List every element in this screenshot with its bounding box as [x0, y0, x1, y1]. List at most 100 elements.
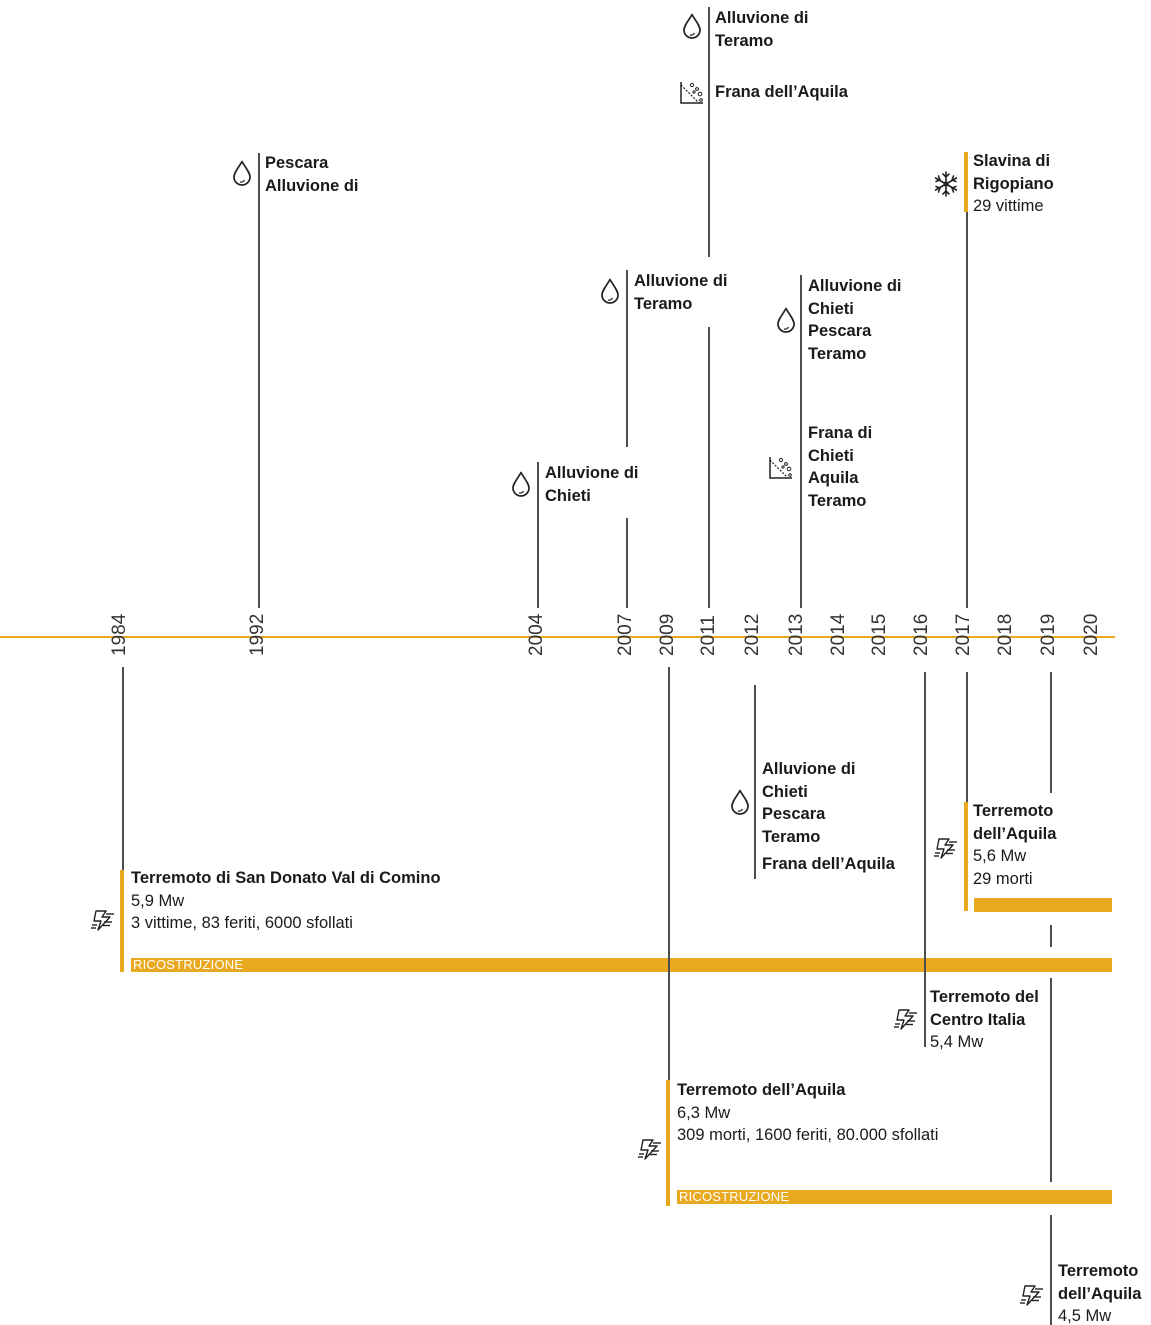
event-stem-2017-bottom [966, 672, 968, 802]
year-label: 2015 [869, 613, 890, 656]
event-title-line: Frana dell’Aquila [715, 83, 848, 101]
event-label-2007: Alluvione di Teramo [634, 270, 728, 315]
water-drop-icon [730, 789, 750, 815]
event-title-line: Terremoto [973, 802, 1054, 820]
event-title-line: dell’Aquila [1058, 1284, 1142, 1303]
event-detail: 29 vittime [973, 197, 1044, 215]
event-stem-2011-lower [708, 327, 710, 608]
event-title-line: Alluvione di [265, 176, 359, 195]
water-drop-icon [776, 307, 796, 333]
event-stem-2019 [1050, 672, 1052, 793]
event-title-line: Terremoto di San Donato Val di Comino [131, 869, 441, 887]
reconstruction-bar-2017 [974, 898, 1112, 912]
event-title-line: Chieti [545, 486, 591, 505]
reconstruction-bar-label: RICOSTRUZIONE [679, 1189, 790, 1204]
year-label: 2017 [953, 613, 974, 656]
event-magnitude: 6,3 Mw [677, 1103, 731, 1122]
event-detail: 29 morti [973, 869, 1033, 888]
event-accent-2017-bottom [964, 802, 968, 911]
earthquake-icon [893, 1007, 919, 1031]
event-label-2013-landslide: Frana di Chieti Aquila Teramo [808, 422, 872, 512]
snowflake-icon [933, 171, 959, 197]
year-label: 2019 [1038, 613, 1059, 656]
water-drop-icon [682, 13, 702, 39]
timeline-axis [0, 636, 1115, 638]
year-label: 2018 [995, 613, 1016, 656]
event-title-line: Pescara [808, 322, 872, 340]
event-label-2004: Alluvione di Chieti [545, 462, 639, 507]
earthquake-icon [1019, 1283, 1045, 1307]
event-title-line: Pescara [265, 154, 329, 172]
event-stem-1992 [258, 153, 260, 608]
reconstruction-bar-1984 [131, 958, 1112, 972]
event-magnitude: 5,9 Mw [131, 891, 185, 910]
event-stem-2007-lower [626, 518, 628, 608]
event-title-line: Slavina di [973, 152, 1051, 170]
event-title-line: Alluvione di [808, 277, 902, 295]
event-label-1984: Terremoto di San Donato Val di Comino 5,… [131, 867, 441, 935]
reconstruction-bar-label: RICOSTRUZIONE [133, 957, 244, 972]
event-label-2011-flood: Alluvione di Teramo [715, 7, 809, 52]
year-label: 2013 [786, 613, 807, 656]
event-accent-1984 [120, 870, 124, 972]
event-label-2013-flood: Alluvione di Chieti Pescara Teramo [808, 275, 902, 365]
event-stem-2019 [1050, 978, 1052, 1182]
event-stem-1984 [122, 667, 124, 870]
event-title-line: Terremoto del [930, 988, 1039, 1006]
event-title-line: Terremoto dell’Aquila [677, 1081, 846, 1099]
event-title-line: dell’Aquila [973, 824, 1057, 843]
event-title-line: Terremoto [1058, 1262, 1139, 1280]
event-stem-2004 [537, 462, 539, 608]
event-magnitude: 4,5 Mw [1058, 1307, 1112, 1325]
year-label: 1992 [247, 613, 268, 656]
event-title-line: Alluvione di [634, 272, 728, 290]
landslide-icon [679, 80, 705, 106]
earthquake-icon [933, 836, 959, 860]
event-magnitude: 5,6 Mw [973, 847, 1027, 865]
event-label-2016: Terremoto del Centro Italia 5,4 Mw [930, 986, 1039, 1054]
event-stem-2016 [924, 672, 926, 1047]
event-label-2011-landslide: Frana dell’Aquila [715, 81, 848, 104]
event-title-line: Chieti [808, 299, 854, 318]
event-label-2017-avalanche: Slavina di Rigopiano 29 vittime [973, 150, 1054, 218]
water-drop-icon [232, 160, 252, 186]
event-title-line: Alluvione di [545, 464, 639, 482]
event-title-line: Teramo [634, 294, 693, 313]
event-title-line: Teramo [715, 31, 774, 50]
event-title-line: Aquila [808, 469, 859, 487]
year-label: 2011 [698, 615, 719, 656]
event-stem-2013 [800, 275, 802, 608]
event-title-line: Centro Italia [930, 1010, 1026, 1029]
event-title-line: Teramo [762, 827, 821, 846]
earthquake-icon [637, 1137, 663, 1161]
event-label-2009: Terremoto dell’Aquila 6,3 Mw 309 morti, … [677, 1079, 947, 1147]
year-label: 2004 [526, 613, 547, 656]
event-title-line: Alluvione di [715, 9, 809, 27]
event-title-line: Frana dell’Aquila [762, 855, 895, 873]
event-stem-2012 [754, 685, 756, 879]
event-stem-2007 [626, 270, 628, 447]
year-label: 2014 [828, 613, 849, 656]
event-magnitude: 5,4 Mw [930, 1033, 984, 1051]
water-drop-icon [511, 471, 531, 497]
event-label-2012: Alluvione di Chieti Pescara Teramo Frana… [762, 758, 895, 876]
event-title-line: Frana di [808, 424, 873, 442]
year-label: 2007 [615, 613, 636, 656]
earthquake-icon [90, 908, 116, 932]
event-title-line: Chieti [762, 782, 808, 801]
event-title-line: Pescara [762, 805, 826, 823]
water-drop-icon [600, 278, 620, 304]
year-label: 2020 [1081, 613, 1102, 656]
year-label: 2009 [657, 613, 678, 656]
event-label-2019: Terremoto dell’Aquila 4,5 Mw [1058, 1260, 1141, 1325]
event-stem-2019 [1050, 1215, 1052, 1325]
event-label-1992: Pescara Alluvione di [265, 152, 359, 197]
event-title-line: Chieti [808, 446, 854, 465]
reconstruction-bar-2009 [677, 1190, 1112, 1204]
landslide-icon [768, 455, 794, 481]
event-stem-2009 [668, 667, 670, 1080]
event-stem-2011 [708, 7, 710, 257]
year-label: 2016 [911, 613, 932, 656]
year-label: 2012 [742, 613, 763, 656]
